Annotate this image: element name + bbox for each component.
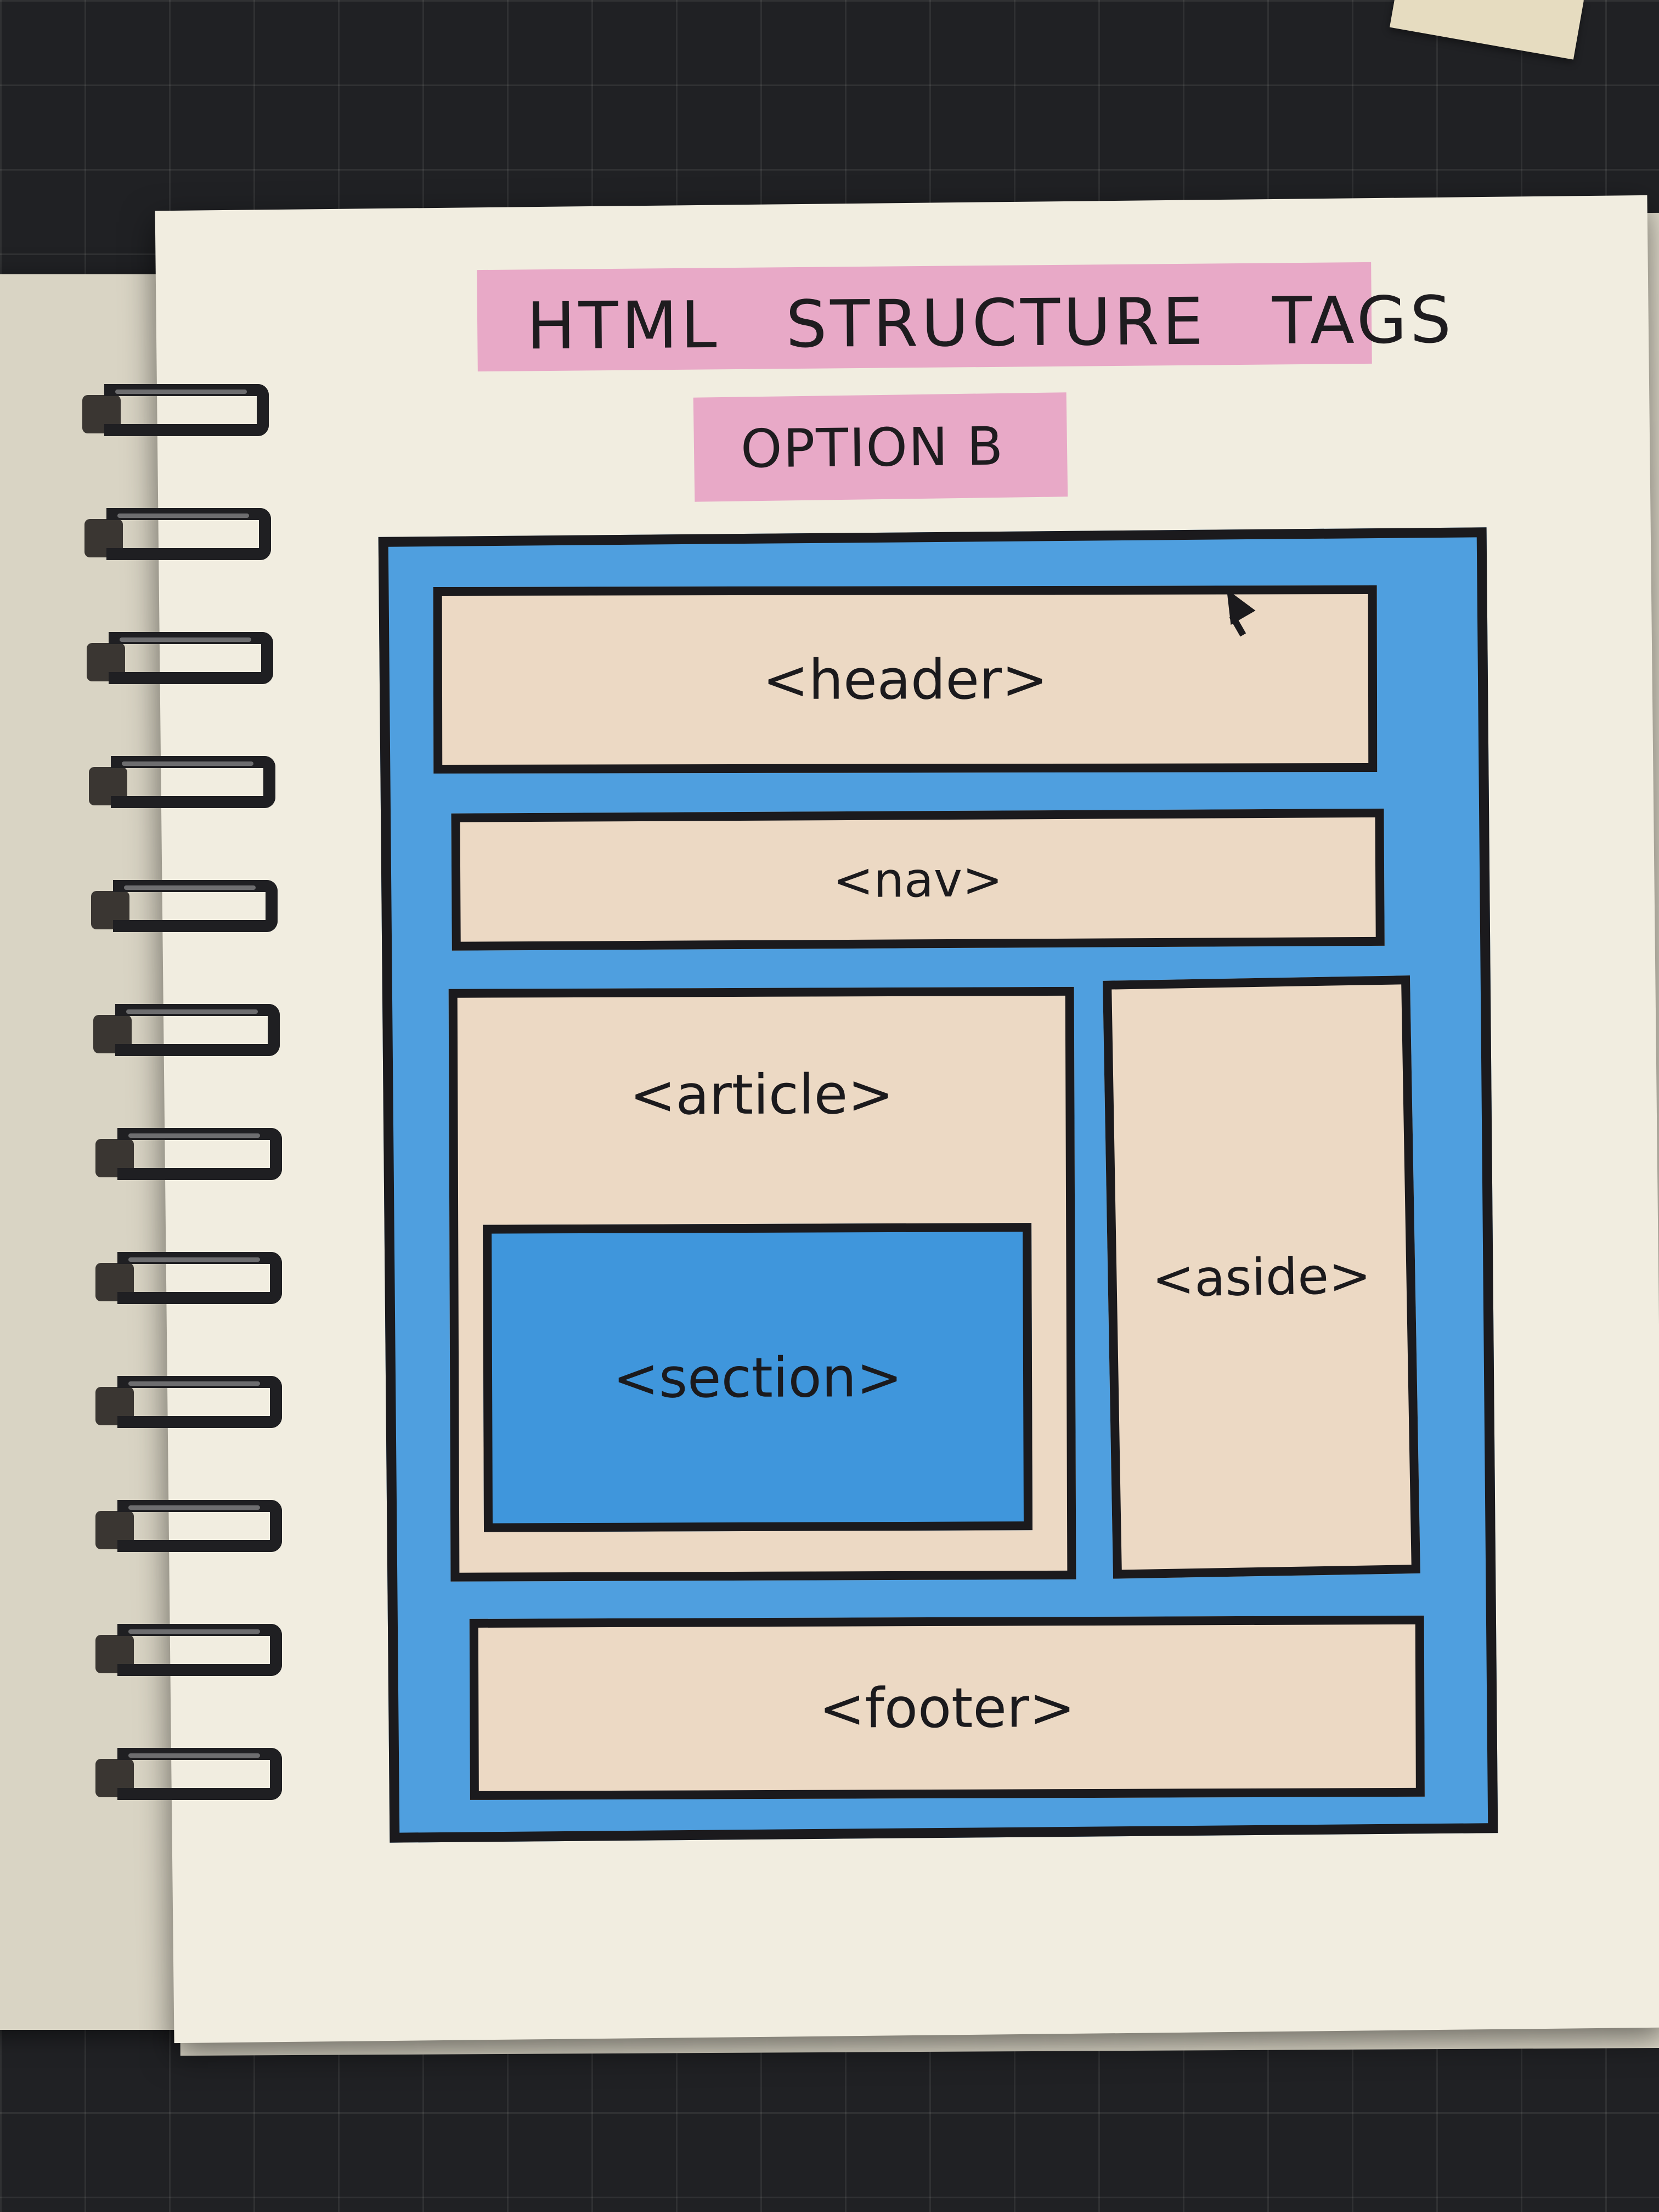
title-word-html: HTML [526,286,720,364]
layout-diagram: <header> <nav> <article> <section> <asid… [378,527,1498,1854]
spiral-coil [95,1365,293,1436]
wire-shine [115,390,247,394]
wire-shine [122,761,253,766]
wire-shine [128,1257,260,1262]
binding-wire [117,1500,282,1552]
binding-wire [109,632,273,684]
binding-wire [117,1748,282,1800]
spiral-coil [95,1737,293,1808]
spiral-coil [95,1241,293,1312]
spiral-coil [84,497,282,568]
wire-shine [128,1753,260,1758]
spiral-coil [95,1489,293,1560]
binding-wire [117,1624,282,1676]
wire-shine [126,1009,258,1014]
wire-shine [128,1133,260,1138]
footer-label: <footer> [819,1675,1076,1741]
spiral-coil [82,373,280,444]
wire-shine [128,1629,260,1634]
binding-wire [106,508,271,560]
section-box: <section> [483,1223,1033,1532]
spiral-coil [93,993,291,1064]
article-label: <article> [629,1062,894,1127]
title-word-structure: STRUCTURE [785,283,1207,363]
wire-shine [117,514,249,518]
binding-wire [115,1004,280,1056]
body-container: <header> <nav> <article> <section> <asid… [378,527,1498,1843]
binding-wire [117,1376,282,1428]
nav-box: <nav> [451,808,1385,951]
aside-box: <aside> [1103,975,1420,1579]
wire-shine [128,1505,260,1510]
aside-label: <aside> [1152,1245,1372,1308]
binding-wire [117,1128,282,1180]
spiral-coil [95,1613,293,1684]
spiral-coil [87,621,284,692]
binding-wire [111,756,275,808]
wire-shine [128,1381,260,1386]
binding-wire [117,1252,282,1304]
header-label: <header> [762,647,1048,712]
binding-wire [113,880,278,932]
title-word-tags: TAGS [1272,281,1455,359]
page-title: HTML STRUCTURE TAGS [526,282,1455,364]
wire-shine [120,637,251,642]
spiral-coil [89,745,286,816]
binding-wire [104,384,269,436]
page-subtitle: OPTION B [740,415,1005,480]
spiral-binding-icon [82,373,291,1898]
wire-shine [124,885,256,890]
spiral-coil [95,1117,293,1188]
section-label: <section> [612,1345,903,1410]
footer-box: <footer> [469,1615,1425,1800]
spiral-coil [91,869,289,940]
nav-label: <nav> [833,850,1003,909]
